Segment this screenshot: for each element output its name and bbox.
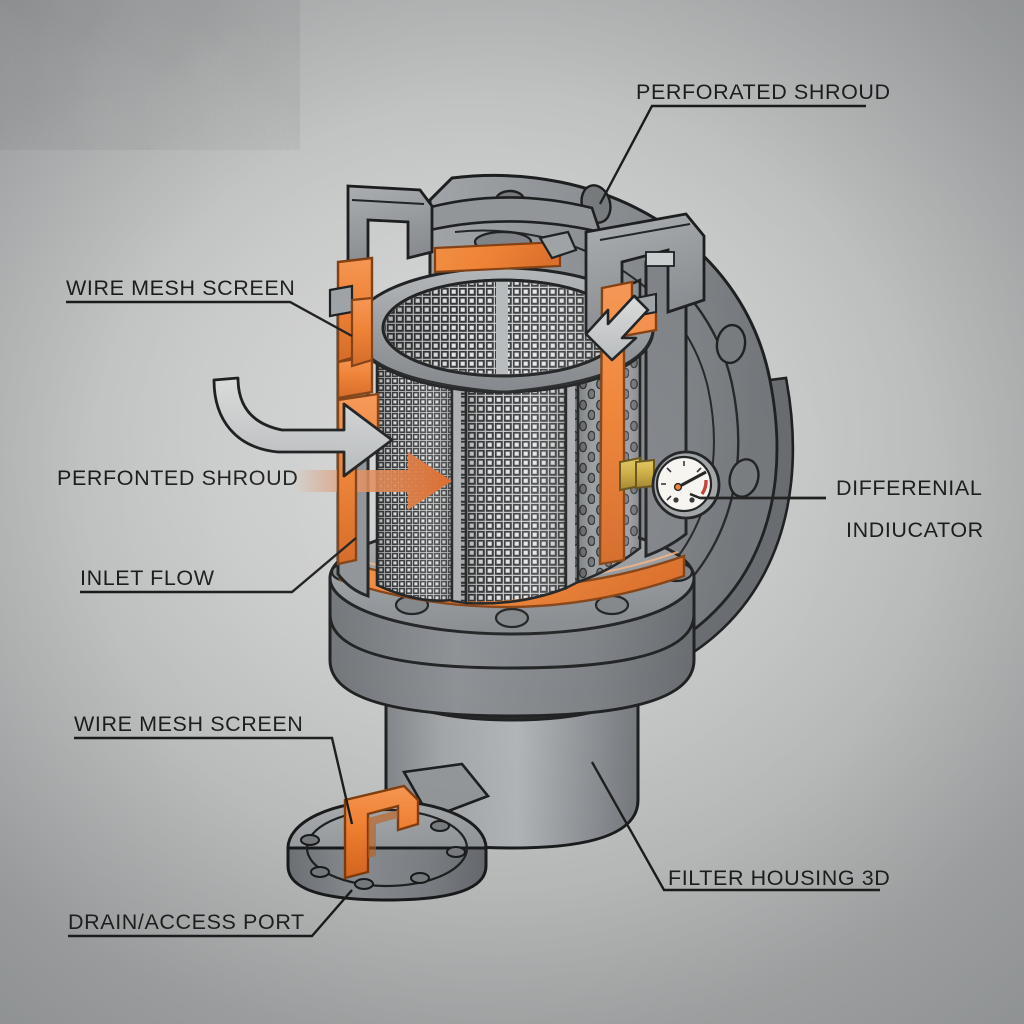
leader-wire-mesh-bottom <box>74 736 354 825</box>
leader-perforated-shroud <box>598 104 866 205</box>
inlet-flow-arrow <box>212 376 394 478</box>
label-drain-access-port: DRAIN/ACCESS PORT <box>68 910 305 934</box>
label-perforated-shroud-top: PERFORATED SHROUD <box>636 80 891 104</box>
leader-drain-port <box>68 889 353 938</box>
housing-mouth <box>351 266 655 394</box>
label-inlet-flow: INLET FLOW <box>80 566 215 590</box>
label-filter-housing-3d: FILTER HOUSING 3D <box>668 866 891 890</box>
through-screen-flow-arrow <box>292 452 452 510</box>
leader-wire-mesh-top <box>66 300 353 338</box>
leader-indiucator <box>689 492 826 500</box>
leader-filter-housing <box>590 761 880 892</box>
drain-access-cover <box>286 762 491 902</box>
outlet-flow-arrow <box>584 294 650 362</box>
label-wire-mesh-screen-bottom: WIRE MESH SCREEN <box>74 712 304 736</box>
label-wire-mesh-screen-top: WIRE MESH SCREEN <box>66 276 296 300</box>
cover-bolt-holes <box>300 820 466 890</box>
top-cover-plate <box>412 196 602 274</box>
label-differenial: DIFFERENIAL <box>836 476 983 500</box>
label-indiucator: INDIUCATOR <box>846 518 984 542</box>
label-perfonted-shroud: PERFONTED SHROUD <box>57 466 299 490</box>
leader-inlet-flow <box>80 537 357 594</box>
